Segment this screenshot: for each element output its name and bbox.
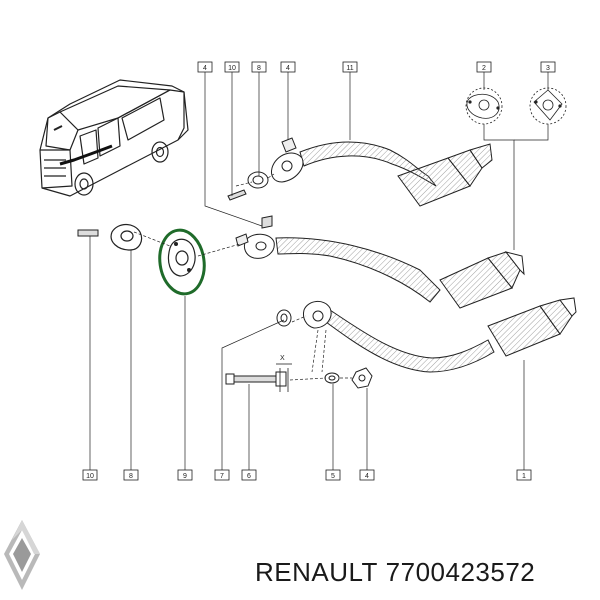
upper-gasket — [247, 171, 269, 189]
callout-bottom-3: 9 — [177, 469, 193, 481]
svg-text:4: 4 — [365, 473, 369, 480]
brand-part-number: RENAULT 7700423572 — [255, 552, 595, 592]
gasket-2-detail — [465, 87, 503, 125]
svg-text:5: 5 — [331, 473, 335, 480]
gasket-8 — [110, 223, 143, 251]
renault-logo-icon — [4, 520, 40, 590]
brand-name: RENAULT — [255, 557, 378, 587]
part-number: 7700423572 — [385, 557, 536, 587]
van-illustration — [39, 79, 189, 197]
dimension-x — [276, 363, 292, 392]
svg-text:2: 2 — [482, 65, 486, 72]
gasket-9 — [167, 238, 196, 277]
callout-bottom-4: 7 — [214, 469, 230, 481]
upper-flange — [271, 137, 304, 183]
svg-text:8: 8 — [129, 473, 133, 480]
callout-bottom-1: 10 — [82, 469, 98, 481]
exhaust-pipe-lower — [325, 297, 577, 373]
bolt-6 — [225, 371, 287, 387]
callouts-top: 4 10 8 4 11 2 3 — [197, 61, 556, 73]
callouts-bottom: 10 8 9 7 6 5 4 1 — [82, 469, 532, 481]
clamp-7 — [276, 309, 292, 327]
highlight-ring — [158, 228, 206, 296]
callout-bottom-7: 4 — [359, 469, 375, 481]
callout-top-5: 11 — [342, 61, 358, 73]
svg-text:10: 10 — [86, 473, 94, 480]
dimension-x-label: X — [280, 355, 285, 362]
stud-10 — [77, 229, 99, 237]
leader-lines — [89, 72, 549, 470]
svg-text:9: 9 — [183, 473, 187, 480]
svg-text:10: 10 — [228, 65, 236, 72]
svg-text:8: 8 — [257, 65, 261, 72]
svg-text:6: 6 — [247, 473, 251, 480]
spring-5 — [324, 372, 340, 384]
callout-top-4: 4 — [280, 61, 296, 73]
svg-text:7: 7 — [220, 473, 224, 480]
callout-top-3: 8 — [251, 61, 267, 73]
upper-stud — [227, 189, 247, 201]
svg-text:1: 1 — [522, 473, 526, 480]
callout-bottom-5: 6 — [241, 469, 257, 481]
svg-text:4: 4 — [203, 65, 207, 72]
svg-text:4: 4 — [286, 65, 290, 72]
callout-bottom-2: 8 — [123, 469, 139, 481]
exhaust-pipe-upper — [299, 141, 493, 207]
lower-flange — [303, 301, 332, 329]
callout-bottom-6: 5 — [325, 469, 341, 481]
svg-text:11: 11 — [346, 65, 353, 72]
callout-top-2: 10 — [224, 61, 240, 73]
svg-text:3: 3 — [546, 65, 550, 72]
callout-top-1: 4 — [197, 61, 213, 73]
nut-4 — [351, 367, 373, 389]
callout-bottom-8: 1 — [516, 469, 532, 481]
exhaust-pipe-middle — [275, 237, 525, 309]
callout-top-6: 2 — [476, 61, 492, 73]
callout-top-7: 3 — [540, 61, 556, 73]
gasket-3-detail — [529, 87, 567, 125]
middle-flange — [235, 215, 275, 259]
